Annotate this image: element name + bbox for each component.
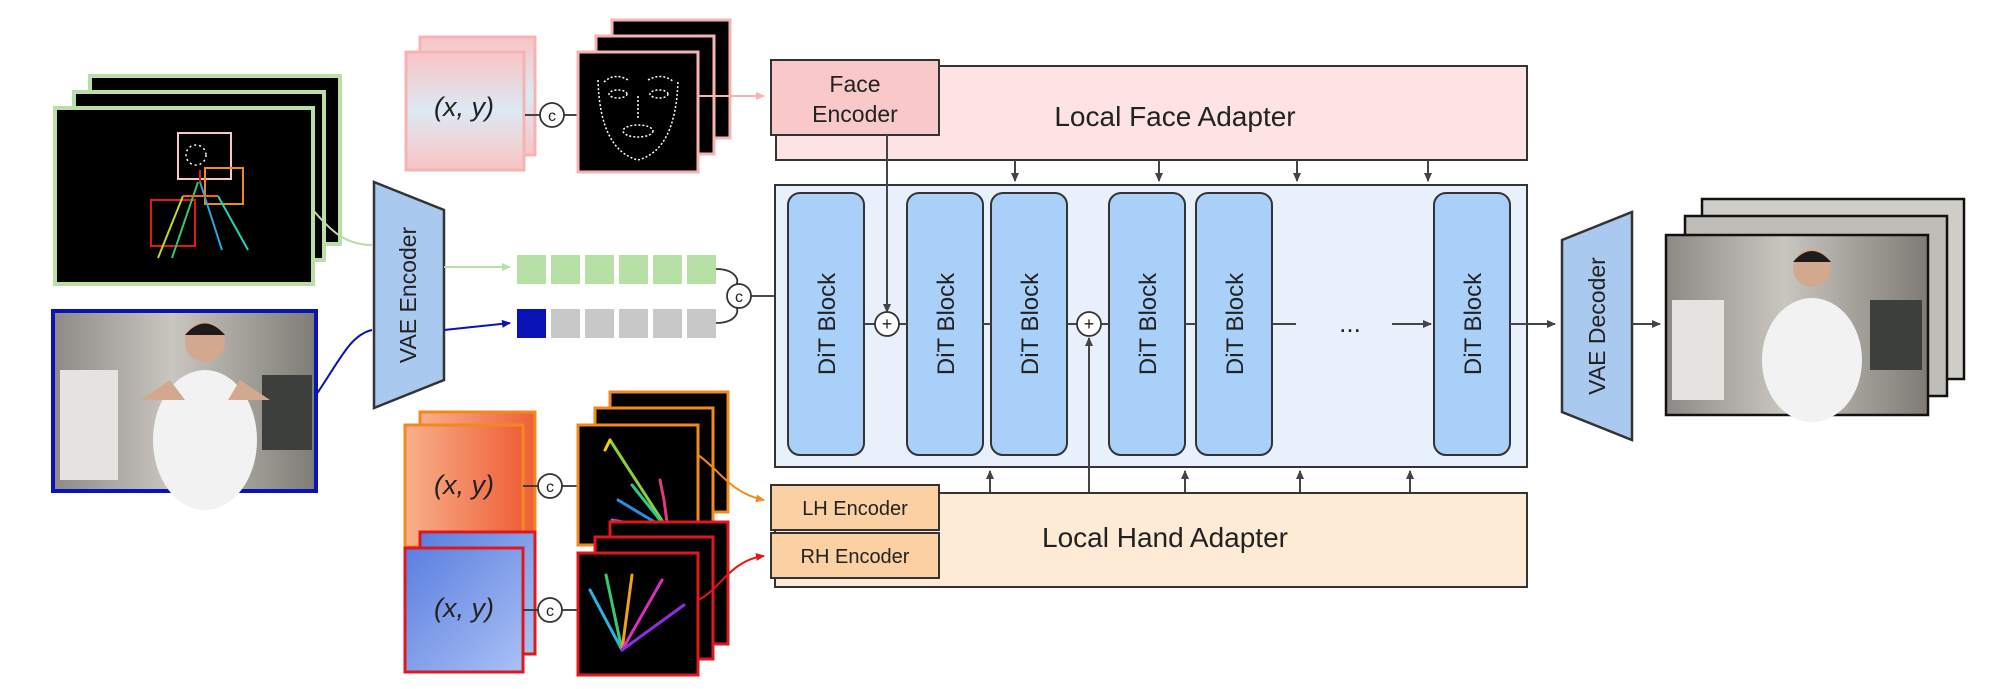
- svg-text:+: +: [882, 314, 893, 334]
- pose-frame-stack: [53, 74, 342, 286]
- local-face-adapter-label: Local Face Adapter: [1054, 101, 1295, 132]
- left-hand-box: [204, 167, 244, 205]
- output-video-frames: [1664, 197, 1966, 422]
- dit-block-6: DiT Block: [1433, 192, 1511, 456]
- rh-encoder: RH Encoder: [770, 532, 940, 579]
- svg-text:c: c: [735, 289, 743, 306]
- pose-skeleton: [157, 170, 249, 259]
- vae-encoder: VAE Encoder: [372, 180, 446, 410]
- face-landmark-stack: [576, 18, 732, 174]
- dit-block-1: DiT Block: [787, 192, 865, 456]
- lh-encoder-label: LH Encoder: [802, 498, 908, 520]
- lh-encoder: LH Encoder: [770, 484, 940, 531]
- svg-text:DiT Block: DiT Block: [1222, 272, 1249, 375]
- add-node-face: +: [874, 311, 900, 337]
- add-node-hand: +: [1076, 311, 1102, 337]
- ellipsis: ...: [1339, 308, 1361, 338]
- rh-coord-map: (x, y): [403, 530, 537, 674]
- local-hand-adapter-label: Local Hand Adapter: [1042, 522, 1288, 553]
- dit-block-5: DiT Block: [1195, 192, 1273, 456]
- lh-coord-map: (x, y): [403, 410, 537, 549]
- svg-text:c: c: [548, 108, 556, 125]
- hand-adapter-arrows: [986, 470, 1414, 493]
- lh-coord-label: (x, y): [434, 470, 494, 500]
- face-encoder-label-line2: Encoder: [812, 101, 898, 127]
- vae-decoder-label: VAE Decoder: [1584, 257, 1610, 395]
- svg-text:DiT Block: DiT Block: [814, 272, 841, 375]
- svg-text:DiT Block: DiT Block: [933, 272, 960, 375]
- face-adapter-arrows: [883, 135, 1432, 313]
- reference-image: [51, 309, 318, 510]
- svg-text:DiT Block: DiT Block: [1135, 272, 1162, 375]
- vae-encoder-label: VAE Encoder: [395, 226, 421, 363]
- right-hand-box: [150, 199, 196, 247]
- rh-skeleton-frame: [576, 551, 700, 677]
- dit-block-2: DiT Block: [906, 192, 984, 456]
- svg-text:DiT Block: DiT Block: [1017, 272, 1044, 375]
- rh-coord-label: (x, y): [434, 593, 494, 623]
- concat-node-rh: c: [537, 597, 563, 623]
- dit-block-4: DiT Block: [1108, 192, 1186, 456]
- svg-text:c: c: [546, 479, 554, 496]
- svg-text:c: c: [546, 603, 554, 620]
- noise-tokens: [517, 255, 716, 284]
- svg-text:+: +: [1084, 314, 1095, 334]
- concat-node-main: c: [726, 283, 752, 309]
- face-encoder: Face Encoder: [770, 59, 940, 136]
- rh-encoder-label: RH Encoder: [801, 546, 910, 568]
- concat-node-face: c: [539, 102, 565, 128]
- concat-node-lh: c: [537, 473, 563, 499]
- rh-skeleton-stack: [576, 520, 730, 677]
- svg-text:DiT Block: DiT Block: [1460, 272, 1487, 375]
- face-encoder-label-line1: Face: [829, 71, 880, 97]
- face-coord-map: (x, y): [404, 35, 537, 172]
- dit-block-3: DiT Block: [990, 192, 1068, 456]
- vae-decoder: VAE Decoder: [1560, 210, 1634, 442]
- reference-tokens: [517, 309, 716, 338]
- face-coord-label: (x, y): [434, 92, 494, 122]
